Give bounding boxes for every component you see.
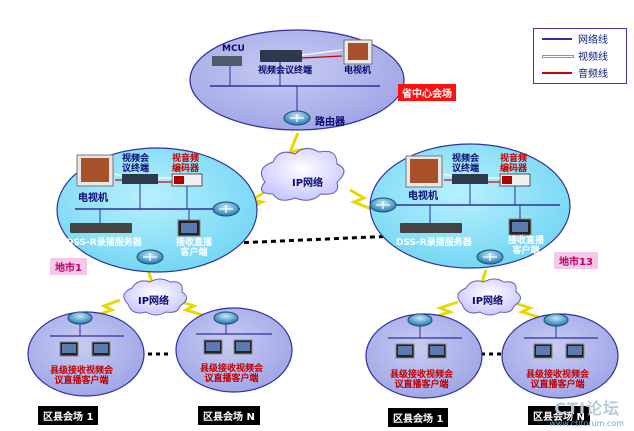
center-video-line xyxy=(301,49,343,56)
city-left-name: 地市1 xyxy=(50,258,87,275)
legend-video-label: 视频线 xyxy=(578,52,608,63)
dotted-link-cities xyxy=(234,234,396,245)
city-left-terminal xyxy=(122,174,158,184)
cloud-left-label: IP网络 xyxy=(138,296,170,307)
center-tv-label: 电视机 xyxy=(344,66,372,76)
legend-item-audio: 音频线 xyxy=(540,65,624,80)
link-bolt-leftcloud-b xyxy=(175,298,207,318)
city-right-terminal xyxy=(452,174,488,184)
city-right-server xyxy=(400,223,462,233)
city-left-client-label: 接收直播 客户端 xyxy=(176,238,213,258)
city-right-server-label: DSS-R录播服务器 xyxy=(396,238,472,248)
county-3-client-label: 县级接收视频会 议直播客户端 xyxy=(390,370,454,390)
city-right-tv-screen xyxy=(410,159,438,183)
county-1-client-label: 县级接收视频会 议直播客户端 xyxy=(50,366,114,386)
watermark-logo: CTI论坛 xyxy=(554,399,620,418)
county-site-3: 区县会场 1 xyxy=(388,408,449,427)
city-right-client-label: 接收直播 客户端 xyxy=(508,236,545,256)
county-oval-1 xyxy=(27,311,145,397)
county-site-4: 区县会场 N xyxy=(528,406,590,425)
cloud-top xyxy=(260,148,345,201)
link-bolt-leftcloud-a xyxy=(93,298,121,318)
county-2-client-label: 县级接收视频会 议直播客户端 xyxy=(200,364,264,384)
legend-video-swatch xyxy=(542,55,574,58)
legend-audio-label: 音频线 xyxy=(578,69,608,80)
center-audio-line xyxy=(301,55,343,59)
link-bolt-cloud-right xyxy=(349,188,375,212)
legend-item-video: 视频线 xyxy=(540,48,624,63)
cloud-top-shape xyxy=(260,148,345,201)
legend-network-swatch xyxy=(542,38,572,40)
city-right-tv-label: 电视机 xyxy=(408,191,438,202)
county-ovals xyxy=(27,307,619,399)
link-lines xyxy=(93,132,543,356)
cloud-right-shape xyxy=(457,278,521,316)
city-right-name: 地市13 xyxy=(554,252,598,269)
router-label: 路由器 xyxy=(315,117,345,128)
county-site-1: 区县会场 1 xyxy=(38,406,99,425)
legend-audio-swatch xyxy=(542,72,572,74)
county-site-2: 区县会场 N xyxy=(198,406,260,425)
cloud-right xyxy=(457,278,521,316)
city-right-terminal-label: 视频会 议终端 xyxy=(452,154,480,174)
center-site-name: 省中心会场 xyxy=(398,84,456,101)
city-left-server xyxy=(70,223,132,233)
city-left-server-label: DSS-R录播服务器 xyxy=(66,238,142,248)
cloud-right-label: IP网络 xyxy=(472,296,504,307)
cloud-left xyxy=(123,278,187,316)
cloud-top-label: IP网络 xyxy=(292,178,324,189)
cloud-left-shape xyxy=(123,278,187,316)
city-left xyxy=(56,147,258,273)
center-site xyxy=(189,29,405,131)
county-4-client-label: 县级接收视频会 议直播客户端 xyxy=(526,370,590,390)
legend-item-network: 网络线 xyxy=(540,31,624,46)
city-left-codec-label: 视音频 编码器 xyxy=(172,154,200,174)
center-terminal-label: 视频会议终端 xyxy=(258,66,313,76)
mcu-device xyxy=(212,56,242,66)
watermark-url: www.ctiforum.com xyxy=(549,419,624,428)
mcu-label: MCU xyxy=(222,44,245,54)
city-right xyxy=(369,143,571,269)
legend: 网络线 视频线 音频线 xyxy=(533,28,627,84)
link-bolt-rightcloud-b xyxy=(511,300,543,320)
legend-network-label: 网络线 xyxy=(578,35,608,46)
city-right-codec-label: 视音频 编码器 xyxy=(500,154,528,174)
city-left-tv-label: 电视机 xyxy=(78,193,108,204)
city-left-terminal-label: 视频会 议终端 xyxy=(122,154,150,174)
city-left-tv-screen xyxy=(81,158,109,182)
conference-terminal-device xyxy=(260,50,302,62)
center-tv-screen xyxy=(348,43,368,60)
